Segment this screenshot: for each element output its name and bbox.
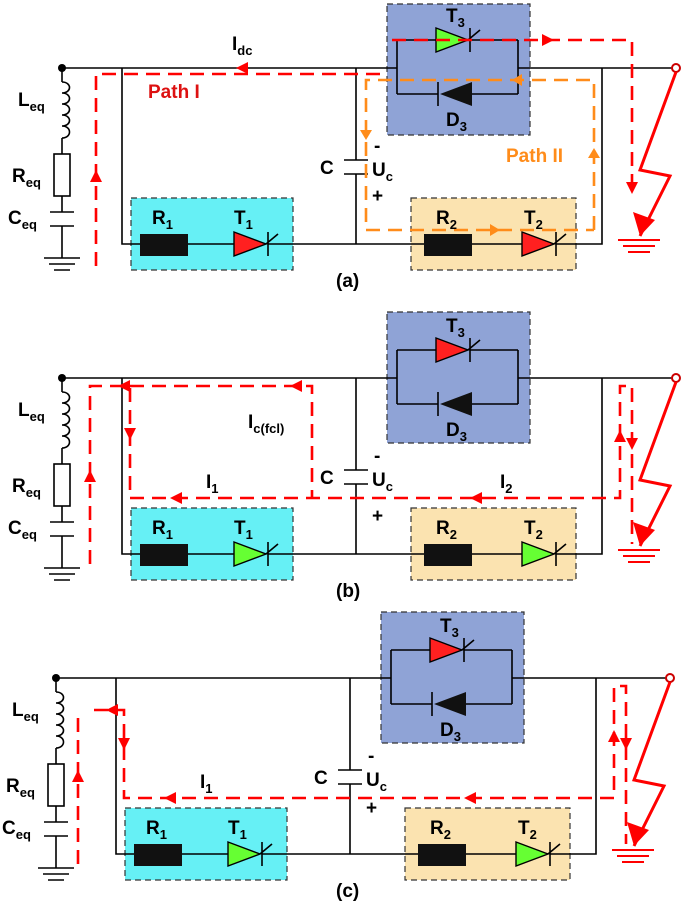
svg-text:Uc: Uc <box>366 770 387 794</box>
thyristor-t1-icon <box>233 540 279 568</box>
thyristor-t2-icon <box>515 840 561 868</box>
svg-text:R1: R1 <box>152 518 173 542</box>
svg-text:+: + <box>366 798 377 819</box>
fault-terminal <box>671 63 681 73</box>
svg-text:D3: D3 <box>440 720 461 744</box>
svg-text:Ceq: Ceq <box>8 518 37 542</box>
resistor-req <box>53 153 71 197</box>
caption-c: (c) <box>336 881 359 902</box>
svg-text:Leq: Leq <box>18 400 45 424</box>
svg-text:Uc: Uc <box>372 470 393 494</box>
svg-text:I2: I2 <box>500 472 513 496</box>
svg-text:T1: T1 <box>234 208 253 232</box>
thyristor-t2-icon <box>521 230 567 258</box>
svg-text:R2: R2 <box>436 208 457 232</box>
svg-text:R2: R2 <box>430 818 451 842</box>
svg-text:Req: Req <box>6 776 35 800</box>
svg-text:Leq: Leq <box>12 700 39 724</box>
svg-text:I1: I1 <box>200 772 213 796</box>
svg-text:Uc: Uc <box>372 160 393 184</box>
svg-text:D3: D3 <box>446 420 467 444</box>
diode-d3-icon <box>431 692 466 716</box>
svg-text:R1: R1 <box>152 208 173 232</box>
node-dot <box>58 64 66 72</box>
svg-text:-: - <box>374 446 380 467</box>
svg-text:Ic(fcl): Ic(fcl) <box>248 412 284 436</box>
svg-text:Path I: Path I <box>148 82 200 103</box>
svg-text:Ceq: Ceq <box>2 818 31 842</box>
svg-text:Idc: Idc <box>232 34 252 58</box>
caption-a: (a) <box>336 271 359 292</box>
svg-text:R1: R1 <box>146 818 167 842</box>
thyristor-t3-icon <box>429 636 475 664</box>
svg-text:Req: Req <box>12 166 41 190</box>
svg-text:-: - <box>374 136 380 157</box>
panel-c: Leq Req Ceq R1 T1 R2 T2 T3 D3 C - Uc + I… <box>2 611 675 902</box>
ground-icon <box>618 239 660 253</box>
diode-d3-icon <box>437 392 472 416</box>
svg-text:+: + <box>372 186 383 207</box>
svg-text:T2: T2 <box>524 518 543 542</box>
svg-text:Req: Req <box>12 476 41 500</box>
svg-text:C: C <box>314 768 328 789</box>
inductor-leq <box>61 81 71 139</box>
svg-text:T2: T2 <box>518 818 537 842</box>
svg-text:Path II: Path II <box>506 146 563 167</box>
svg-text:I1: I1 <box>206 472 219 496</box>
resistor-r2 <box>424 234 472 256</box>
panel-a: Leq Req Ceq R1 T1 R2 T2 T3 D3 C - Uc + I… <box>8 3 681 292</box>
svg-text:T3: T3 <box>446 316 465 340</box>
fault-lightning-icon <box>637 71 678 237</box>
thyristor-t2-icon <box>521 540 567 568</box>
resistor-r1 <box>140 234 188 256</box>
svg-text:D3: D3 <box>446 110 467 134</box>
path-ii-current <box>364 78 596 232</box>
svg-text:R2: R2 <box>436 518 457 542</box>
svg-text:T1: T1 <box>228 818 247 842</box>
svg-text:T1: T1 <box>234 518 253 542</box>
svg-text:+: + <box>372 506 383 527</box>
svg-text:-: - <box>368 746 374 767</box>
svg-text:T3: T3 <box>446 6 465 30</box>
svg-text:C: C <box>320 468 334 489</box>
panel-b: Leq Req Ceq R1 T1 R2 T2 T3 D3 C - Uc + I… <box>8 311 681 602</box>
caption-b: (b) <box>336 581 360 602</box>
svg-text:Leq: Leq <box>18 90 45 114</box>
svg-text:T2: T2 <box>524 208 543 232</box>
thyristor-t1-icon <box>233 230 279 258</box>
capacitor-ceq <box>50 211 74 227</box>
svg-text:Ceq: Ceq <box>8 208 37 232</box>
svg-text:C: C <box>320 158 334 179</box>
capacitor-c <box>344 159 368 175</box>
path-i-current <box>94 38 634 266</box>
t3-d3-module-box <box>386 3 531 136</box>
thyristor-t1-icon <box>227 840 273 868</box>
svg-text:T3: T3 <box>440 616 459 640</box>
thyristor-t3-icon <box>435 336 481 364</box>
diode-d3-icon <box>437 82 472 106</box>
ground-icon <box>44 257 80 271</box>
